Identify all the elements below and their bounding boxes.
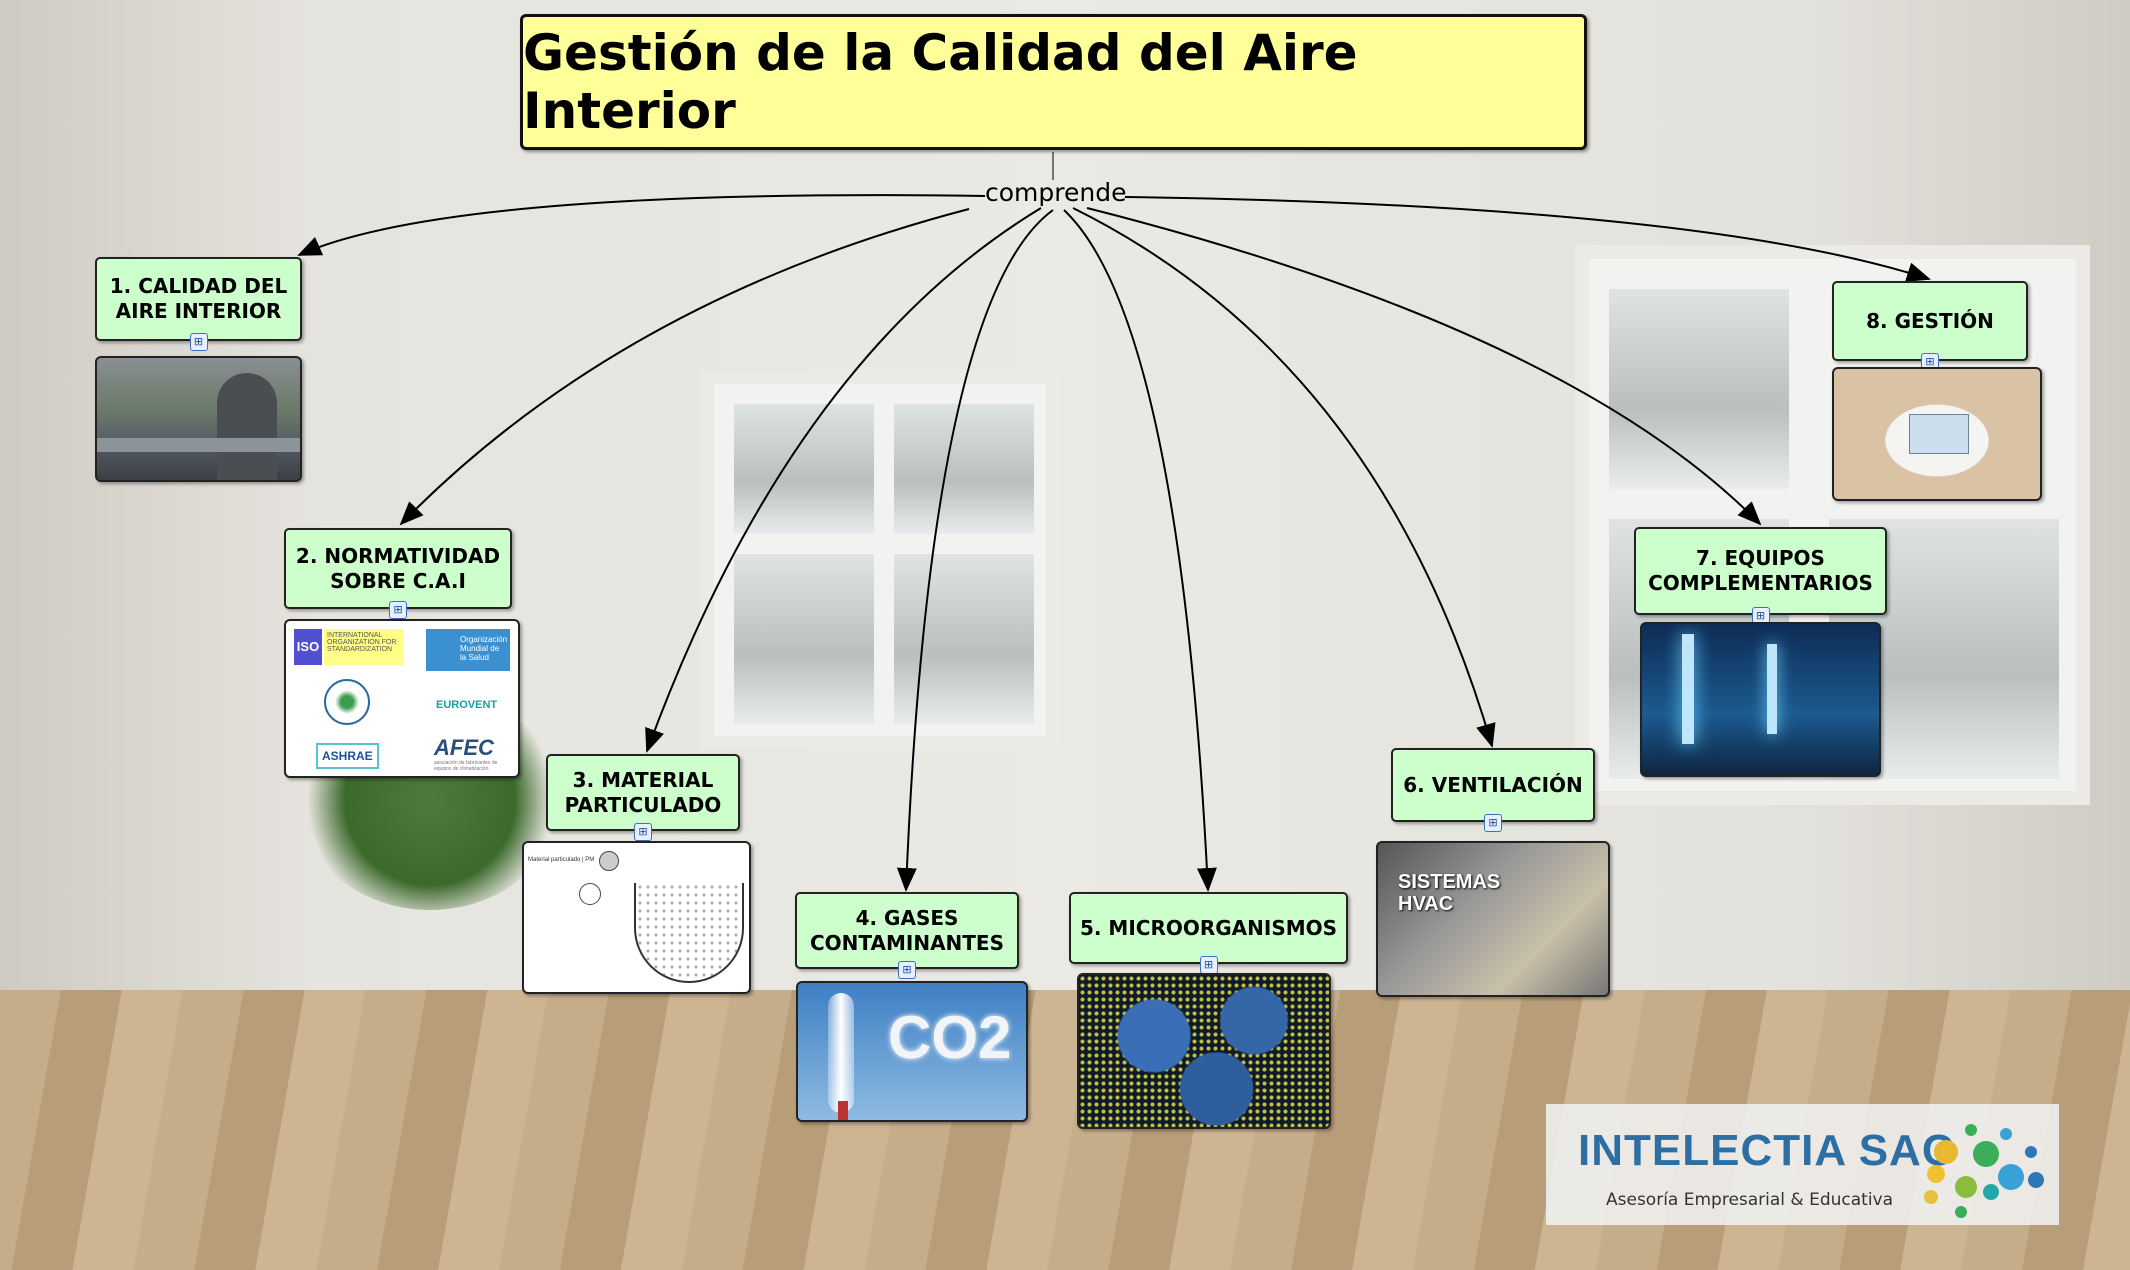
epa-seal [324, 679, 370, 725]
iso-text: INTERNATIONAL ORGANIZATION FOR STANDARDI… [324, 629, 404, 665]
node-label: 6. VENTILACIÓN [1403, 772, 1583, 797]
node-label: 8. GESTIÓN [1866, 308, 1994, 333]
concept-map-icon[interactable]: ⊞ [1484, 814, 1502, 832]
arrow-to-node-5 [1063, 209, 1217, 892]
iso-logo: ISO [294, 629, 322, 665]
afec-subtitle: asociación de fabricantes de equipos de … [434, 760, 498, 772]
concept-map-icon[interactable]: ⊞ [389, 601, 407, 619]
node-label: 5. MICROORGANISMOS [1079, 915, 1338, 940]
logo-tagline: Asesoría Empresarial & Educativa [1606, 1190, 1894, 1210]
concept-node-8[interactable]: 8. GESTIÓN⊞ [1832, 281, 2028, 371]
co2-text: CO2 [888, 1004, 1012, 1071]
eurovent-logo: EUROVENT [436, 699, 498, 711]
concept-node-1[interactable]: 1. CALIDAD DEL AIRE INTERIOR ⊞ [95, 257, 302, 351]
image-microorganisms [1077, 973, 1331, 1129]
who-logo: Organización Mundial de la Salud [426, 629, 510, 671]
concept-map-icon[interactable]: ⊞ [634, 823, 652, 841]
concept-node-7[interactable]: 7. EQUIPOS COMPLEMENTARIOS ⊞ [1634, 527, 1887, 625]
link-phrase-comprende[interactable]: comprende [985, 178, 1127, 207]
arrow-to-node-6 [1072, 207, 1496, 748]
image-standards-logos: ISO INTERNATIONAL ORGANIZATION FOR STAND… [284, 619, 520, 778]
afec-logo: AFEC [434, 735, 494, 760]
concept-node-6[interactable]: 6. VENTILACIÓN ⊞ [1391, 748, 1595, 832]
node-label: 3. MATERIAL PARTICULADO [564, 767, 722, 817]
arrow-to-node-8 [1124, 196, 1931, 282]
hexagon-network-icon [1924, 1124, 2044, 1218]
image-hvac-systems: SISTEMAS HVAC [1376, 841, 1610, 997]
concept-node-2[interactable]: 2. NORMATIVIDAD SOBRE C.A.I ⊞ [284, 528, 512, 619]
hvac-title: SISTEMAS HVAC [1398, 871, 1501, 915]
image-person-with-mask [95, 356, 302, 482]
node-label: 4. GASES CONTAMINANTES [810, 905, 1004, 955]
image-particulate-matter: Material particulado | PM [522, 841, 751, 994]
arrow-to-node-2 [399, 208, 970, 526]
arrow-to-node-7 [1086, 207, 1762, 526]
logo-name: INTELECTIA SAC [1578, 1126, 1955, 1175]
concept-map-icon[interactable]: ⊞ [1199, 956, 1218, 974]
main-concept-title[interactable]: Gestión de la Calidad del Aire Interior [520, 14, 1587, 150]
arrow-to-node-1 [297, 194, 986, 256]
ashrae-logo: ASHRAE [316, 743, 379, 769]
concept-node-4[interactable]: 4. GASES CONTAMINANTES ⊞ [795, 892, 1019, 979]
concept-node-3[interactable]: 3. MATERIAL PARTICULADO ⊞ [546, 754, 740, 841]
node-label: 1. CALIDAD DEL AIRE INTERIOR [109, 274, 288, 323]
node-label: 2. NORMATIVIDAD SOBRE C.A.I [295, 543, 501, 593]
arrow-to-node-3 [645, 207, 1042, 753]
intelectia-logo: INTELECTIA SAC Asesoría Empresarial & Ed… [1546, 1104, 2059, 1225]
arrow-to-node-4 [896, 209, 1054, 892]
image-co2-smoke: CO2 [796, 981, 1028, 1122]
pm-caption: Material particulado | PM [528, 857, 595, 863]
image-team-meeting [1832, 367, 2042, 501]
node-label: 7. EQUIPOS COMPLEMENTARIOS [1648, 546, 1873, 595]
concept-map-icon[interactable]: ⊞ [1751, 607, 1770, 625]
image-uv-lamps [1640, 622, 1881, 777]
concept-node-5[interactable]: 5. MICROORGANISMOS ⊞ [1069, 892, 1348, 974]
concept-map-icon[interactable]: ⊞ [898, 961, 916, 979]
concept-map-icon[interactable]: ⊞ [189, 333, 208, 351]
